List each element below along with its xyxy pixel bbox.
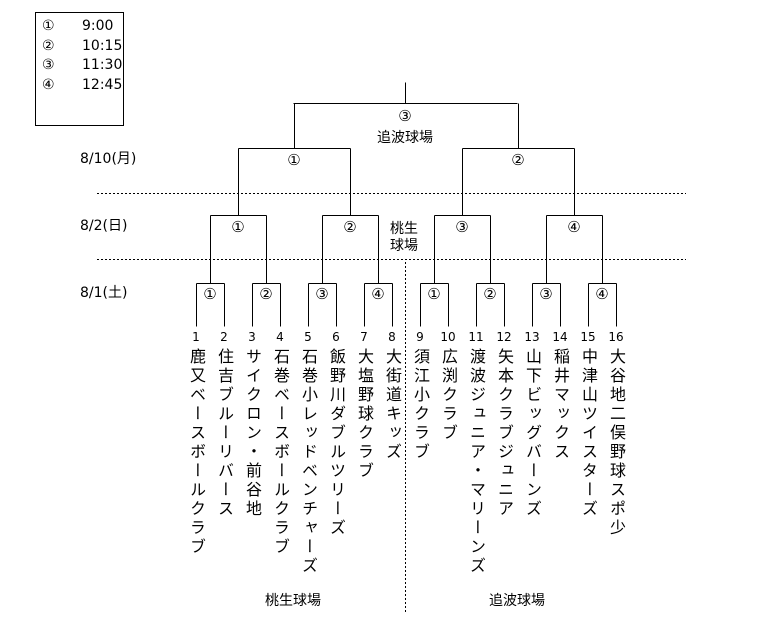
team-seed: 11 xyxy=(468,330,484,344)
legend-time: 9:00 xyxy=(82,18,114,34)
round2-game-mark: ① xyxy=(231,218,245,236)
team-seed: 14 xyxy=(552,330,568,344)
team-name: 渡波ジュニア・マリーンズ xyxy=(467,348,486,576)
left-venue-label: 桃生球場 xyxy=(265,593,321,609)
team-seed: 15 xyxy=(580,330,596,344)
legend-mark: ④ xyxy=(42,76,55,93)
final-venue: 追波球場 xyxy=(377,130,433,146)
team-name: 山下ビッグバーンズ xyxy=(523,348,542,519)
date-final: 8/10(月) xyxy=(80,151,137,167)
team-name: 飯野川ダブルツリーズ xyxy=(327,348,346,538)
legend-item: ② 10:15 xyxy=(42,38,123,58)
team-name: 稲井マックス xyxy=(551,348,570,462)
time-legend: ① 9:00 ② 10:15 ③ 11:30 ④ 12:45 xyxy=(35,12,124,126)
team-name: サイクロン・前谷地 xyxy=(243,348,262,519)
team-name: 大谷地二俣野球スポ少 xyxy=(607,348,626,538)
legend-mark: ② xyxy=(42,37,55,54)
team-seed: 3 xyxy=(248,330,256,344)
team-seed: 6 xyxy=(332,330,340,344)
round1-game-mark: ④ xyxy=(371,285,385,303)
final-game-mark: ③ xyxy=(398,107,412,125)
round1-game-mark: ① xyxy=(203,285,217,303)
team-seed: 9 xyxy=(416,330,424,344)
legend-item: ③ 11:30 xyxy=(42,57,123,77)
team-name: 中津山ツイスターズ xyxy=(579,348,598,519)
semifinal-game-mark: ② xyxy=(511,151,525,169)
team-seed: 1 xyxy=(192,330,200,344)
legend-item: ④ 12:45 xyxy=(42,77,123,97)
round2-game-mark: ② xyxy=(343,218,357,236)
right-venue-label: 追波球場 xyxy=(489,593,545,609)
team-name: 鹿又ベースボールクラブ xyxy=(187,348,206,557)
team-name: 石巻ベースボールクラブ xyxy=(271,348,290,557)
round1-game-mark: ④ xyxy=(595,285,609,303)
team-seed: 2 xyxy=(220,330,228,344)
team-seed: 8 xyxy=(388,330,396,344)
round1-game-mark: ② xyxy=(483,285,497,303)
date-round2: 8/2(日) xyxy=(80,218,128,234)
team-seed: 12 xyxy=(496,330,512,344)
team-seed: 7 xyxy=(360,330,368,344)
team-name: 矢本クラブジュニア xyxy=(495,348,514,519)
round2-game-mark: ④ xyxy=(567,218,581,236)
legend-item: ① 9:00 xyxy=(42,18,123,38)
team-seed: 4 xyxy=(276,330,284,344)
round1-game-mark: ② xyxy=(259,285,273,303)
team-name: 石巻小レッドベンチャーズ xyxy=(299,348,318,576)
date-round1: 8/1(土) xyxy=(80,285,128,301)
legend-time: 10:15 xyxy=(82,37,123,54)
team-seed: 5 xyxy=(304,330,312,344)
legend-mark: ③ xyxy=(42,57,55,73)
round1-game-mark: ③ xyxy=(539,285,553,303)
team-name: 広渕クラブ xyxy=(439,348,458,443)
team-name: 住吉ブルーリバース xyxy=(215,348,234,519)
legend-time: 11:30 xyxy=(82,57,123,73)
team-seed: 16 xyxy=(608,330,624,344)
team-name: 大街道キッズ xyxy=(383,348,402,462)
team-name: 須江小クラブ xyxy=(411,348,430,462)
team-seed: 13 xyxy=(524,330,540,344)
round1-game-mark: ③ xyxy=(315,285,329,303)
round2-venue-top: 桃生 xyxy=(390,221,418,237)
team-seed: 10 xyxy=(440,330,456,344)
semifinal-game-mark: ① xyxy=(287,151,301,169)
team-name: 大塩野球クラブ xyxy=(355,348,374,481)
legend-mark: ① xyxy=(42,18,55,34)
round2-game-mark: ③ xyxy=(455,218,469,236)
round1-game-mark: ① xyxy=(427,285,441,303)
legend-time: 12:45 xyxy=(82,76,123,93)
round2-venue-bottom: 球場 xyxy=(390,238,418,254)
